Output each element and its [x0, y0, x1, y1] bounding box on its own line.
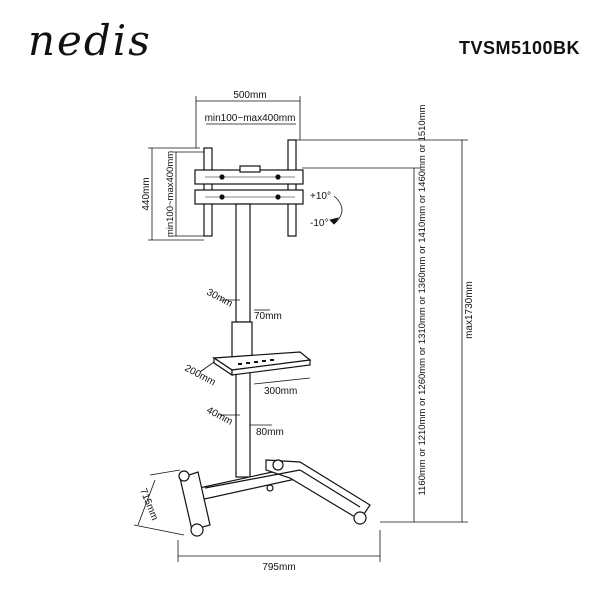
- label-height-options: 1160mm or 1210mm or 1260mm or 1310mm or …: [417, 104, 428, 495]
- shelf: [212, 351, 312, 377]
- label-pole-min: 30mm: [205, 287, 235, 310]
- pole: [231, 203, 253, 478]
- label-vesa-width: 500mm: [233, 90, 266, 101]
- label-max-height: max1730mm: [464, 281, 475, 339]
- label-lower-max: 80mm: [256, 427, 284, 438]
- label-vesa-height: 440mm: [141, 177, 152, 210]
- label-vesa-pattern-horizontal: min100~max400mm: [205, 113, 296, 124]
- label-tilt-down: -10°: [310, 218, 328, 229]
- label-tilt-up: +10°: [310, 191, 331, 202]
- base: [178, 459, 371, 537]
- label-base-width: 795mm: [262, 562, 295, 573]
- label-vesa-pattern-vertical: min100~max400mm: [165, 151, 176, 237]
- model-number: TVSM5100BK: [458, 38, 580, 58]
- label-lower-min: 40mm: [205, 405, 235, 428]
- label-shelf-depth: 200mm: [183, 363, 218, 388]
- label-base-depth: 715mm: [137, 487, 160, 522]
- brand-logo: nedis: [28, 16, 152, 65]
- label-pole-max: 70mm: [254, 311, 282, 322]
- label-shelf-width: 300mm: [264, 386, 297, 397]
- dimension-lines: [133, 96, 468, 562]
